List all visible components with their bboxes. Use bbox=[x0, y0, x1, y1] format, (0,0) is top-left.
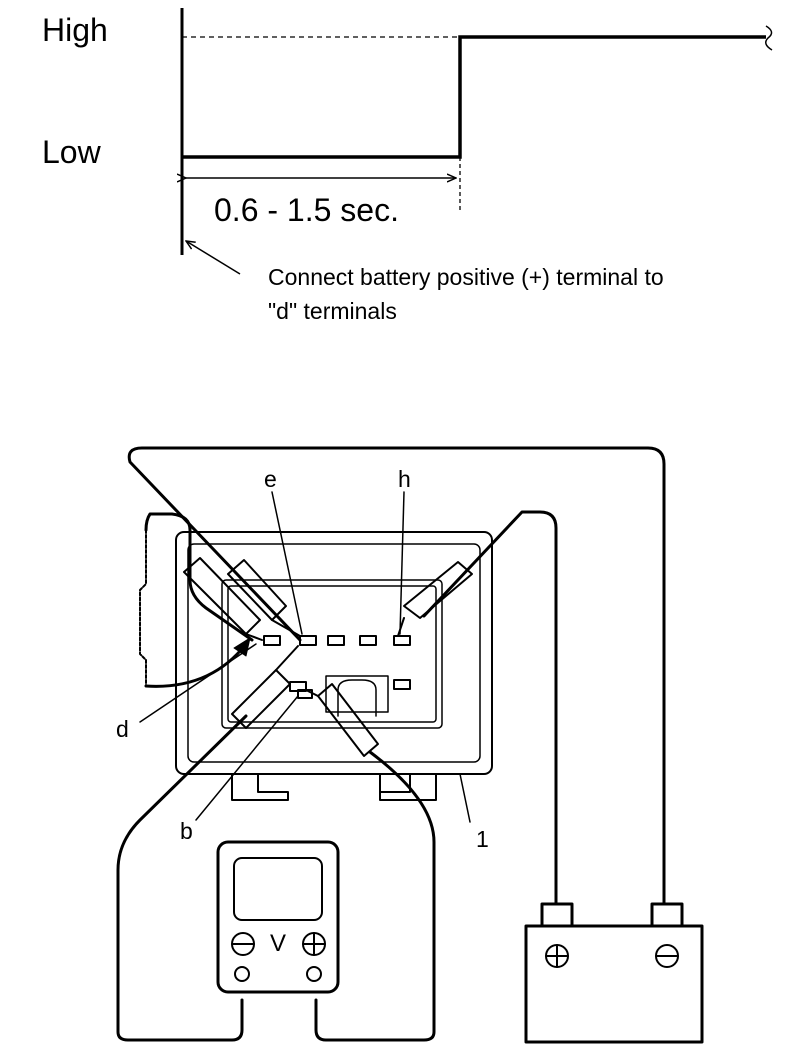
terminal-b-label: b bbox=[180, 818, 193, 844]
wire-battery-negative bbox=[127, 446, 666, 906]
note-text-line2: "d" terminals bbox=[268, 298, 397, 324]
terminal-h-label: h bbox=[398, 466, 411, 492]
label-leaders bbox=[139, 491, 471, 823]
wire-voltmeter-negative bbox=[116, 714, 248, 1042]
timing-chart bbox=[182, 8, 773, 275]
terminal-e-label: e bbox=[264, 466, 277, 492]
wire-jumper-d bbox=[144, 512, 254, 642]
signal-waveform bbox=[182, 35, 766, 159]
connector-ref-label: 1 bbox=[476, 826, 489, 852]
high-level-label: High bbox=[42, 12, 108, 48]
voltmeter-symbol: V bbox=[270, 930, 287, 957]
terminal-d-label: d bbox=[116, 716, 129, 742]
jumper-curved-arrow bbox=[144, 642, 248, 688]
duration-label: 0.6 - 1.5 sec. bbox=[214, 192, 399, 228]
test-probes bbox=[183, 557, 473, 757]
note-text-line1: Connect battery positive (+) terminal to bbox=[268, 264, 664, 290]
wire-voltmeter-positive bbox=[314, 750, 436, 1042]
wire-battery-positive bbox=[422, 510, 558, 906]
battery bbox=[524, 902, 704, 1044]
terminal-pins bbox=[263, 635, 411, 699]
voltmeter bbox=[216, 840, 340, 994]
break-mark bbox=[765, 25, 773, 51]
note-leader-arrow bbox=[186, 241, 241, 275]
connector-housing bbox=[175, 531, 493, 801]
jumper-dotted-lead bbox=[139, 529, 147, 687]
wiring-diagram bbox=[116, 446, 704, 1044]
low-level-label: Low bbox=[42, 134, 101, 170]
